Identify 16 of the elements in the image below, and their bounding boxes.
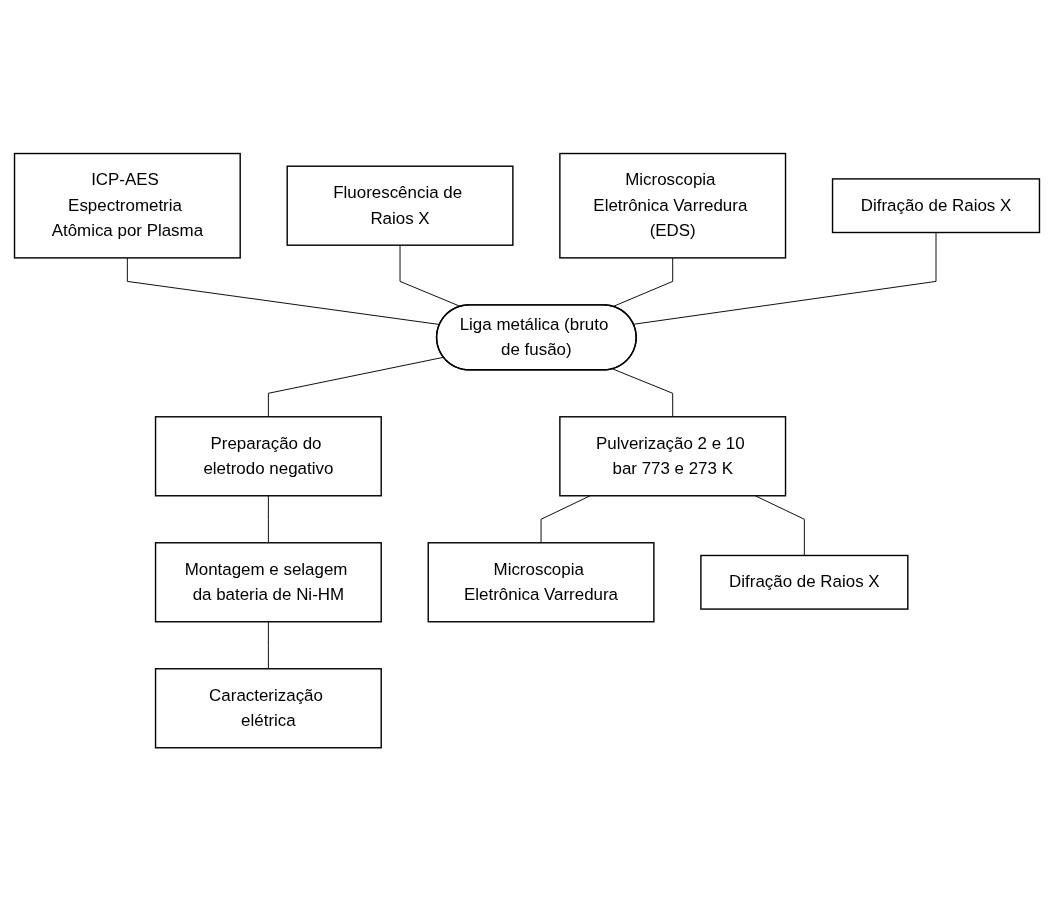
node-box: Microscopia Eletrônica Varredura (EDS) [559, 153, 787, 259]
node-box: ICP-AES Espectrometria Atômica por Plasma [13, 153, 241, 259]
connector [126, 257, 441, 326]
connector [612, 368, 674, 418]
node-box: Microscopia Eletrônica Varredura [427, 542, 655, 623]
node-box: Fluorescência de Raios X [286, 165, 514, 247]
node-box: Preparação do eletrodo negativo [154, 416, 382, 497]
node-box: Difração de Raios X [700, 555, 909, 611]
node-box: Montagem e selagem da bateria de Ni-HM [154, 542, 382, 623]
connector [612, 257, 674, 308]
connector [267, 621, 269, 670]
node-box: Difração de Raios X [831, 178, 1041, 234]
connector [633, 232, 937, 326]
connector [267, 495, 269, 544]
node-box: Caracterização elétrica [154, 668, 382, 749]
node-box: Pulverização 2 e 10 bar 773 e 273 K [559, 416, 787, 497]
